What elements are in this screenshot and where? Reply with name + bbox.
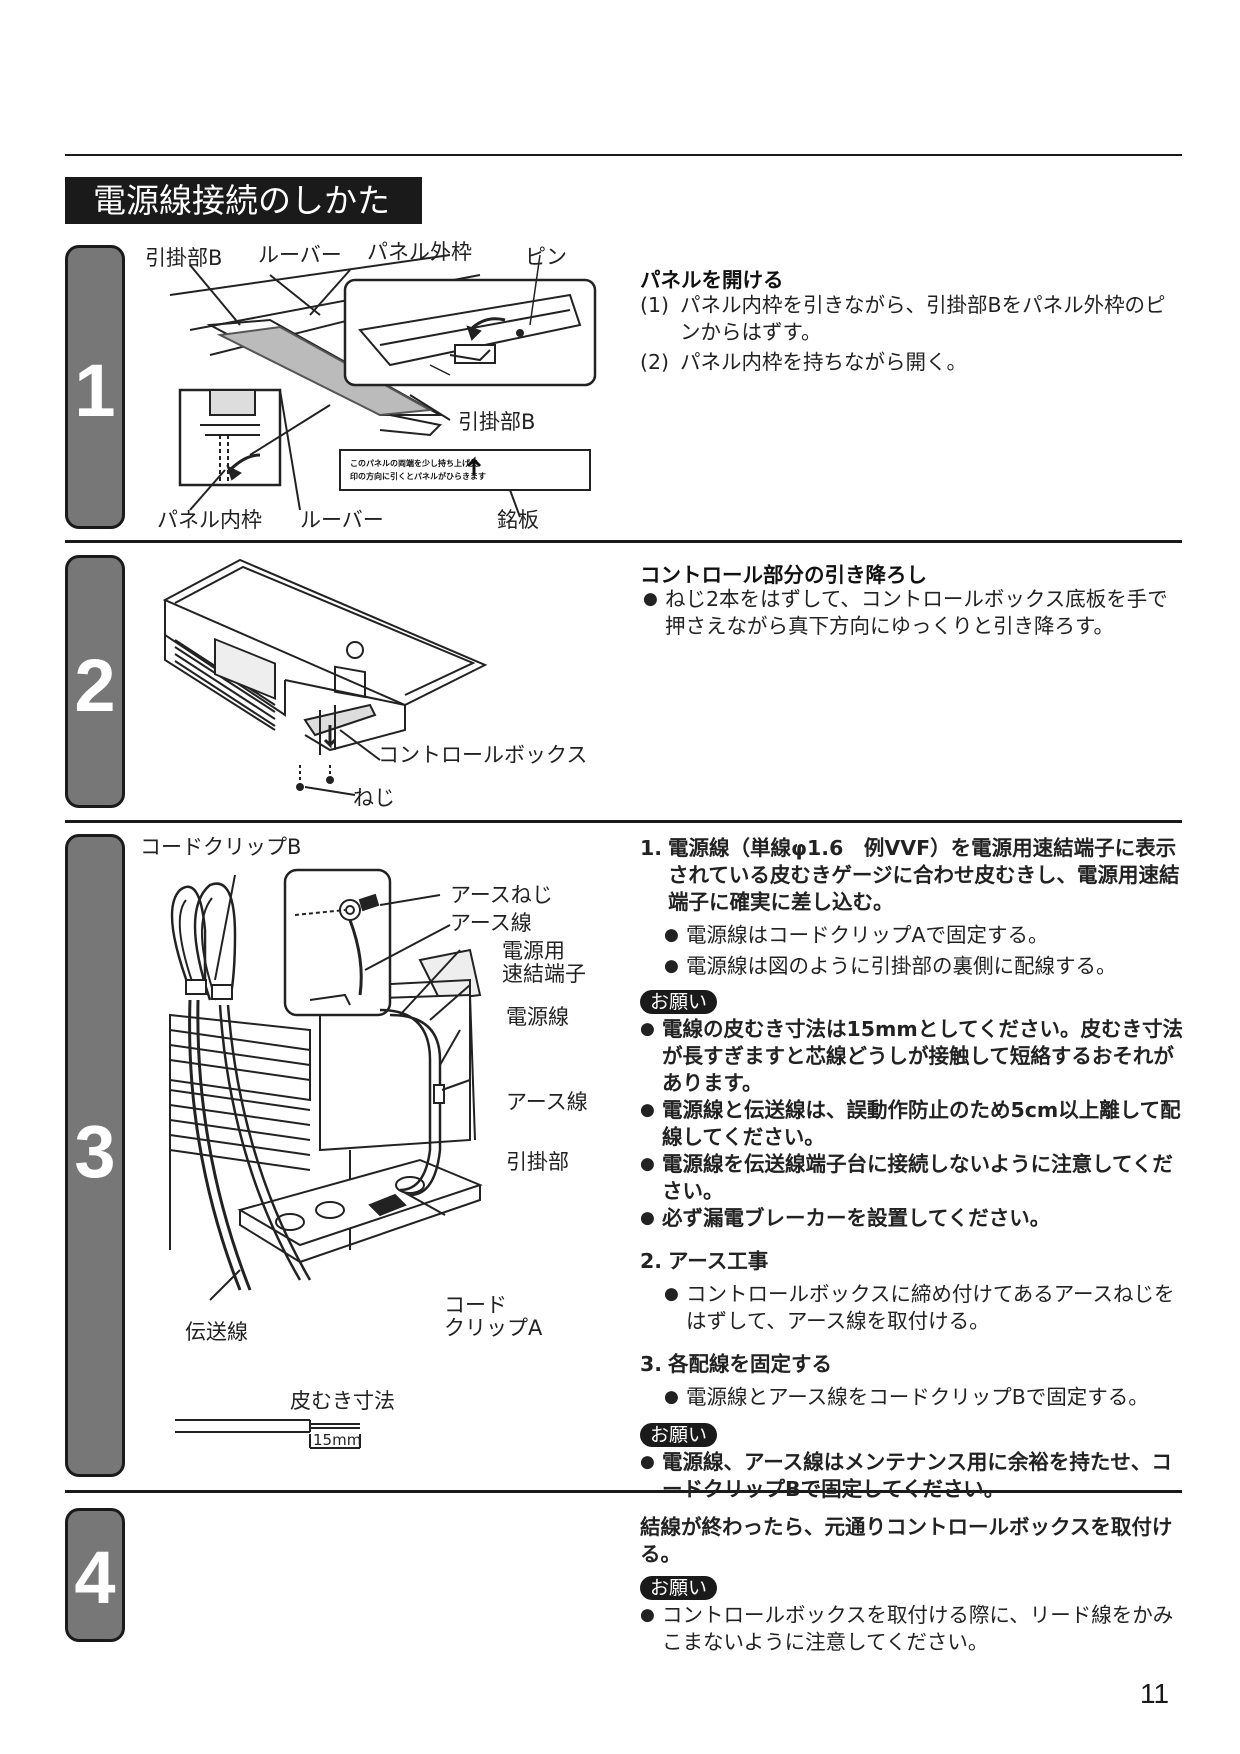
nameplate-text-line: このパネルの両端を少し持ち上げ矢	[350, 458, 479, 468]
wiring-diagram	[169, 868, 483, 1301]
label-hook-b: 引掛部B	[458, 410, 536, 434]
item-text: パネル内枠を引きながら、引掛部Bをパネル外枠のピンからはずす。	[680, 293, 1166, 344]
notice-badge: お願い	[640, 1423, 718, 1447]
arrow-up-icon	[466, 456, 482, 475]
list-item: 電源線、アース線はメンテナンス用に余裕を持たせ、コードクリップBで固定してくださ…	[640, 1449, 1185, 1503]
section-divider	[65, 1490, 1182, 1493]
top-rule	[65, 154, 1182, 156]
section-divider	[65, 820, 1182, 823]
label-panel-outer-frame: パネル外枠	[367, 240, 472, 264]
notice-badge: お願い	[640, 1576, 718, 1600]
list-item: (1) パネル内枠を引きながら、引掛部Bをパネル外枠のピンからはずす。	[640, 292, 1180, 346]
step4-heading: 結線が終わったら、元通りコントロールボックスを取付ける。	[640, 1515, 1173, 1566]
strip-gauge-diagram	[175, 1419, 361, 1449]
item-number: (2)	[640, 350, 670, 374]
label-cord-clip-b: コードクリップB	[140, 835, 302, 859]
label-cord-clip-a: コード	[444, 1293, 507, 1317]
list-item: ねじ2本をはずして、コントロールボックス底板を手で押さえながら真下方向にゆっくり…	[643, 586, 1183, 640]
nameplate-text-line: 印の方向に引くとパネルがひらきます	[350, 471, 486, 481]
label-earth-wire: アース線	[450, 911, 532, 935]
label-earth-screw: アースねじ	[450, 883, 553, 907]
label-strip-length: 皮むき寸法	[290, 1389, 395, 1413]
list-item: 電源線とアース線をコードクリップBで固定する。	[664, 1384, 1185, 1411]
item-number: (1)	[640, 293, 670, 317]
label-earth-wire: アース線	[506, 1090, 588, 1114]
page-title: 電源線接続のしかた	[65, 177, 422, 224]
step-number: 1	[74, 349, 116, 432]
list-item: 電源線を伝送線端子台に接続しないように注意してください。	[640, 1151, 1185, 1205]
item-text: アース工事	[668, 1249, 769, 1273]
label-cord-clip-a: クリップA	[444, 1316, 543, 1340]
label-strip-mm: 15mm	[313, 1431, 362, 1449]
step2-heading: コントロール部分の引き降ろし	[640, 563, 927, 587]
label-hook: 引掛部	[506, 1150, 569, 1174]
step4-instructions: 結線が終わったら、元通りコントロールボックスを取付ける。 お願い コントロールボ…	[640, 1514, 1185, 1656]
section-divider	[65, 540, 1182, 543]
label-power-wire: 電源線	[506, 1005, 569, 1029]
item-text: 電源線（単線φ1.6 例VVF）を電源用速結端子に表示されている皮むきゲージに合…	[668, 836, 1180, 914]
step-number: 2	[74, 644, 116, 727]
list-item: 電源線は図のように引掛部の裏側に配線する。	[664, 953, 1185, 980]
item-number: 1.	[640, 836, 663, 860]
label-louver: ルーバー	[300, 508, 384, 532]
label-nameplate: 銘板	[497, 508, 539, 532]
step-tab-1: 1	[65, 245, 125, 529]
step-tab-2: 2	[65, 555, 125, 808]
panel-opening-diagram: このパネルの両端を少し持ち上げ矢 印の方向に引くとパネルがひらきます	[169, 254, 597, 518]
label-control-box: コントロールボックス	[378, 743, 588, 767]
list-item: 必ず漏電ブレーカーを設置してください。	[640, 1205, 1185, 1232]
control-box-diagram	[162, 558, 488, 796]
list-item: 2. アース工事	[640, 1248, 1185, 1275]
item-number: 3.	[640, 1352, 663, 1376]
list-item: 1. 電源線（単線φ1.6 例VVF）を電源用速結端子に表示されている皮むきゲー…	[640, 835, 1185, 916]
item-text: パネル内枠を持ちながら開く。	[680, 350, 967, 374]
page-number: 11	[1140, 1678, 1170, 1709]
list-item: 電源線と伝送線は、誤動作防止のため5cm以上離して配線してください。	[640, 1097, 1185, 1151]
item-number: 2.	[640, 1249, 663, 1273]
list-item: コントロールボックスに締め付けてあるアースねじをはずして、アース線を取付ける。	[664, 1281, 1185, 1335]
list-item: コントロールボックスを取付ける際に、リード線をかみこまないように注意してください…	[640, 1602, 1185, 1656]
step1-instructions: (1) パネル内枠を引きながら、引掛部Bをパネル外枠のピンからはずす。 (2) …	[640, 292, 1180, 376]
label-power-terminal: 速結端子	[502, 962, 586, 986]
step-tab-3: 3	[65, 834, 125, 1477]
list-item: 電線の皮むき寸法は15mmとしてください。皮むき寸法が長すぎますと芯線どうしが接…	[640, 1016, 1185, 1097]
step-number: 3	[74, 1110, 116, 1193]
list-item: 電源線はコードクリップAで固定する。	[664, 922, 1185, 949]
step-number: 4	[74, 1536, 116, 1619]
notice-badge: お願い	[640, 990, 718, 1014]
step3-instructions: 1. 電源線（単線φ1.6 例VVF）を電源用速結端子に表示されている皮むきゲー…	[640, 835, 1185, 1503]
list-item: (2) パネル内枠を持ちながら開く。	[640, 349, 1180, 376]
label-panel-inner-frame: パネル内枠	[157, 508, 262, 532]
label-hook-b: 引掛部B	[145, 246, 223, 270]
item-text: 各配線を固定する	[668, 1352, 832, 1376]
label-power-terminal: 電源用	[502, 939, 565, 963]
step1-heading: パネルを開ける	[640, 268, 784, 292]
label-pin: ピン	[525, 245, 567, 269]
step-tab-4: 4	[65, 1508, 125, 1642]
list-item: 3. 各配線を固定する	[640, 1351, 1185, 1378]
label-screw: ねじ	[353, 786, 395, 810]
label-signal-wire: 伝送線	[185, 1320, 248, 1344]
label-louver: ルーバー	[258, 243, 342, 267]
step2-instructions: ねじ2本をはずして、コントロールボックス底板を手で押さえながら真下方向にゆっくり…	[643, 586, 1183, 640]
